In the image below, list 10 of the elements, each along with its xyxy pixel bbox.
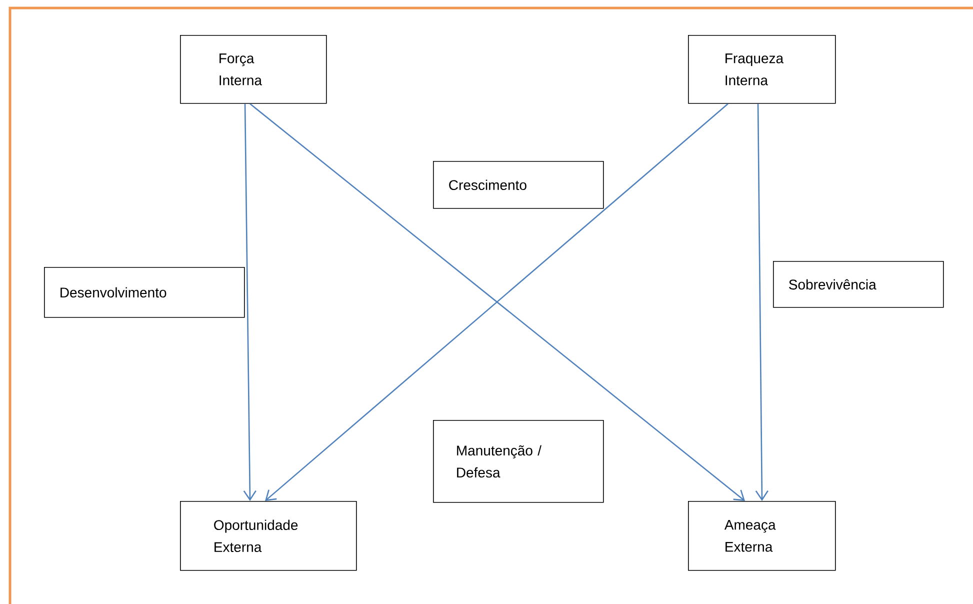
text-box: Sobrevivência (773, 261, 944, 308)
arrow (755, 104, 768, 501)
arrow (243, 104, 256, 501)
text-box: Desenvolvimento (44, 267, 245, 318)
text-box: Força Interna (180, 35, 327, 104)
text-box: Crescimento (433, 161, 604, 209)
text-box: Ameaça Externa (688, 501, 836, 571)
text-box: Manutenção / Defesa (433, 420, 604, 503)
text-box: Fraqueza Interna (688, 35, 836, 104)
text-box: Oportunidade Externa (180, 501, 357, 571)
